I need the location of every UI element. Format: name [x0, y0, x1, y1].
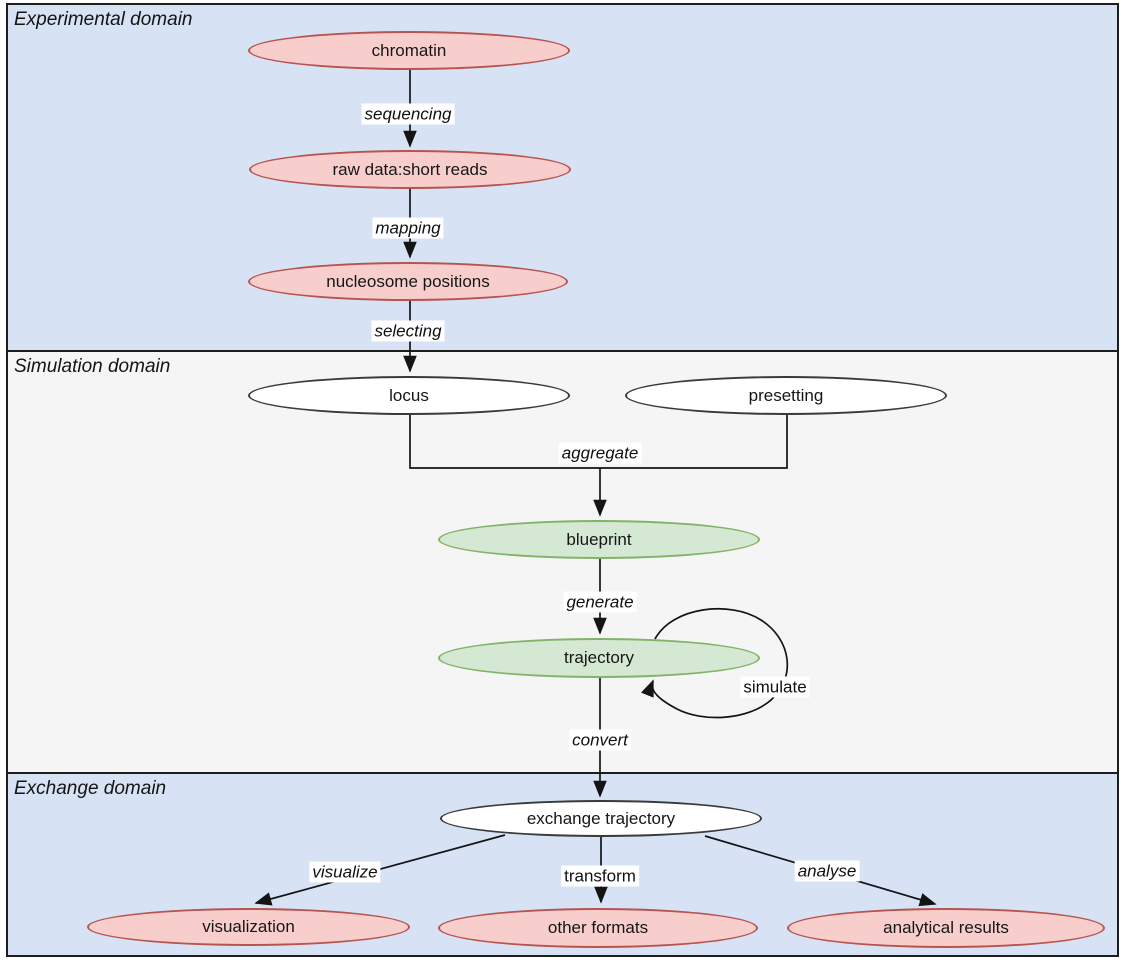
node-other-formats: other formats [438, 908, 758, 948]
node-raw-data-short-reads-label: raw data:short reads [332, 159, 488, 179]
node-presetting-label: presetting [748, 385, 824, 405]
node-presetting: presetting [625, 376, 947, 415]
node-blueprint: blueprint [438, 520, 760, 559]
experimental-domain-band: Experimental domain [8, 5, 1117, 350]
node-locus: locus [248, 376, 570, 415]
simulation-domain-label: Simulation domain [14, 356, 171, 377]
edge-label-simulate: simulate [740, 676, 810, 698]
edge-label-convert: convert [569, 729, 631, 751]
node-raw-data-short-reads: raw data:short reads [249, 150, 571, 189]
node-other-formats-label: other formats [547, 918, 649, 937]
node-blueprint-label: blueprint [566, 529, 632, 549]
node-trajectory-label: trajectory [564, 648, 634, 667]
exchange-domain-label: Exchange domain [14, 778, 167, 799]
node-analytical-results-label: analytical results [883, 918, 1009, 937]
simulation-domain-band: Simulation domain [8, 350, 1117, 772]
node-nucleosome-positions: nucleosome positions [248, 262, 568, 301]
experimental-domain-label: Experimental domain [14, 9, 193, 30]
node-chromatin: chromatin [248, 31, 570, 70]
diagram-frame: Experimental domain Simulation domain Ex… [6, 3, 1119, 957]
node-nucleosome-positions-label: nucleosome positions [326, 271, 490, 291]
edge-label-sequencing: sequencing [361, 103, 455, 125]
node-visualization-label: visualization [202, 917, 295, 936]
node-chromatin-label: chromatin [371, 40, 447, 60]
node-analytical-results: analytical results [787, 908, 1105, 948]
node-locus-label: locus [389, 385, 429, 405]
node-visualization: visualization [87, 908, 410, 946]
edge-aggregate-junction [409, 414, 788, 469]
node-exchange-trajectory: exchange trajectory [440, 800, 762, 837]
edge-label-visualize: visualize [309, 861, 381, 883]
edge-label-selecting: selecting [371, 320, 445, 342]
node-exchange-trajectory-label: exchange trajectory [526, 808, 676, 828]
node-trajectory: trajectory [438, 638, 760, 678]
edge-label-mapping: mapping [372, 217, 444, 239]
edge-label-generate: generate [563, 591, 637, 613]
edge-label-analyse: analyse [794, 860, 860, 882]
edge-label-transform: transform [561, 865, 639, 887]
edge-label-aggregate: aggregate [558, 442, 642, 464]
